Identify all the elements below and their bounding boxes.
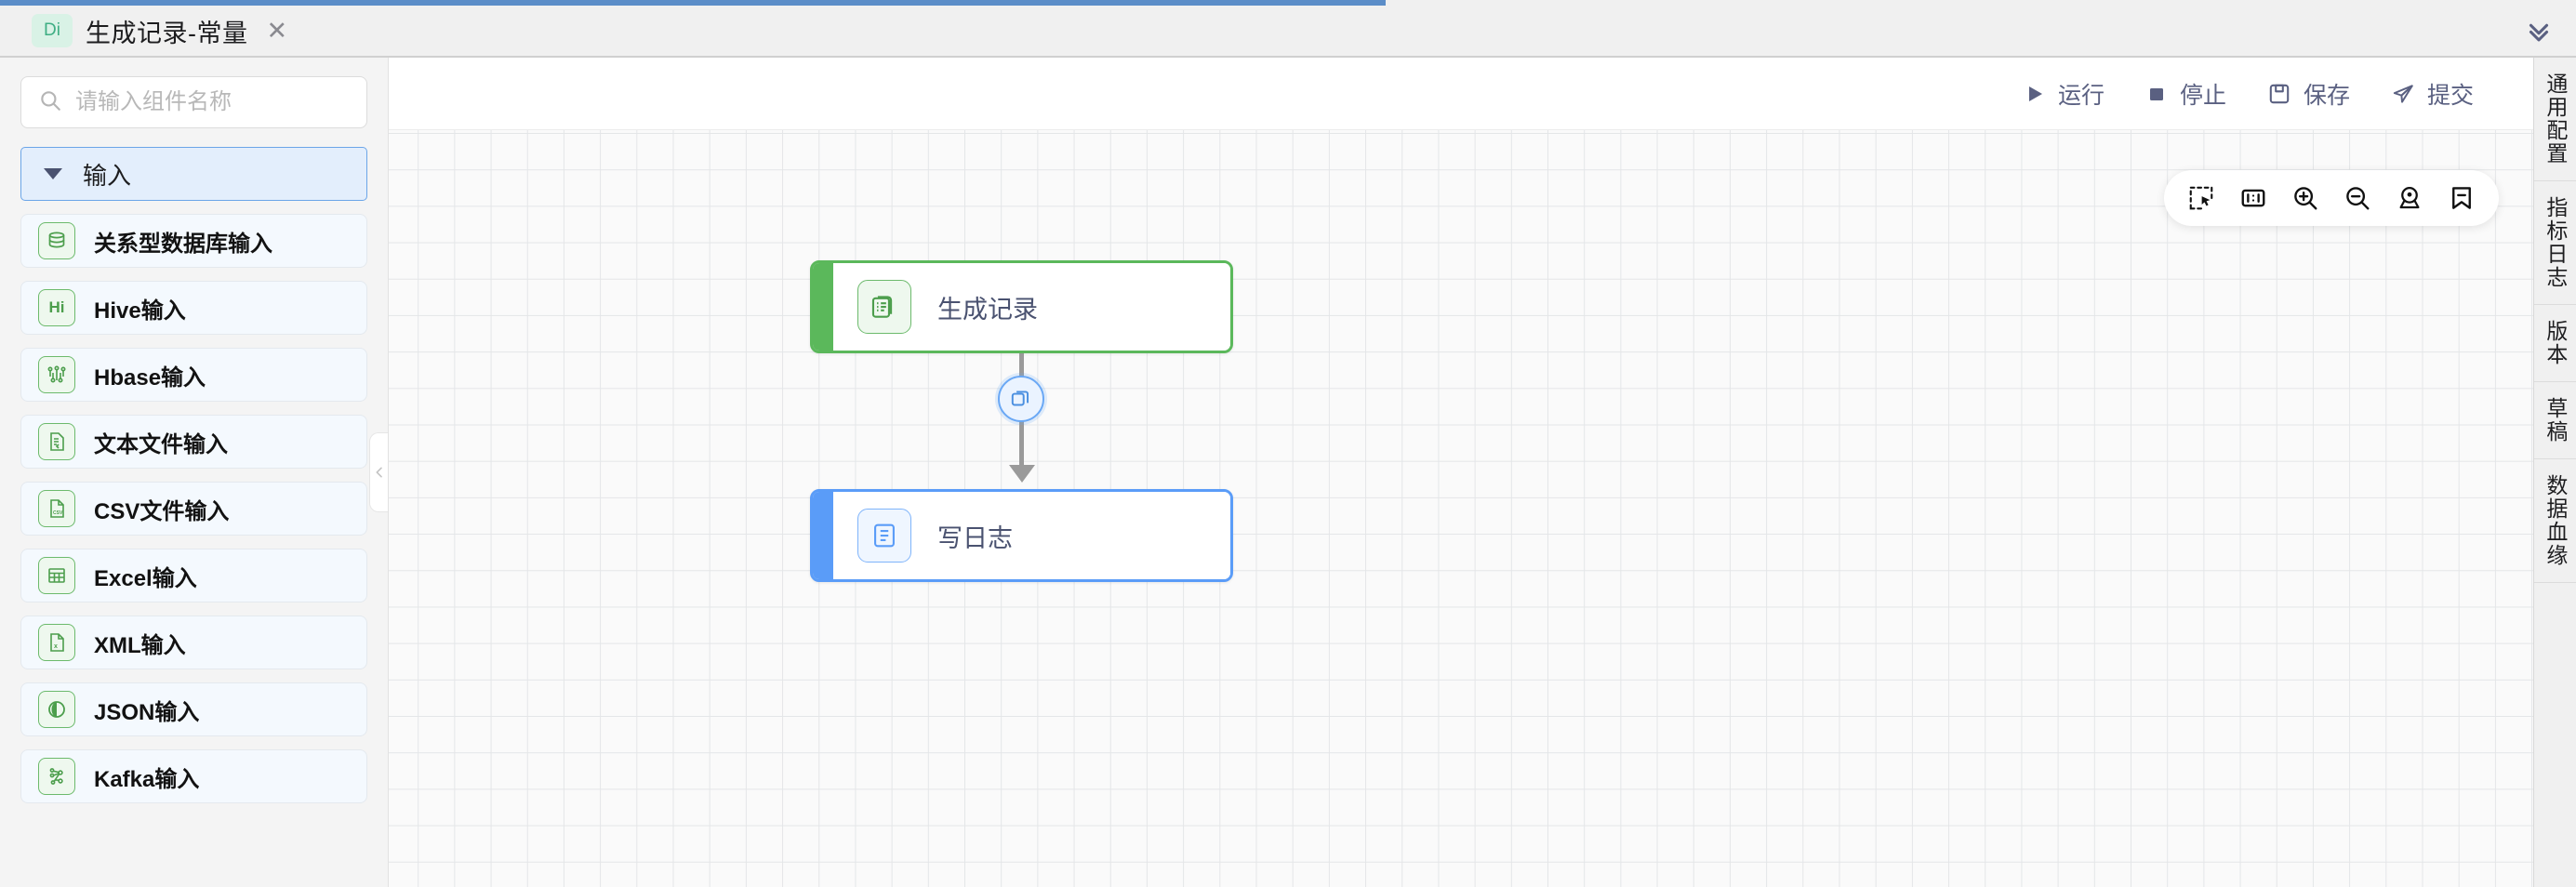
send-icon: [2391, 82, 2415, 106]
text-file-icon: [38, 423, 75, 460]
caret-down-icon: [44, 168, 62, 179]
palette-group-header-input[interactable]: 输入: [20, 147, 367, 201]
editor-tab-generate-record[interactable]: Di 生成记录-常量 ✕: [0, 6, 318, 56]
node-body: 生成记录: [833, 263, 1230, 351]
component-item-hbase-input[interactable]: Hbase输入: [20, 348, 367, 402]
component-item-text-file-input[interactable]: 文本文件输入: [20, 415, 367, 469]
double-chevron-down-icon[interactable]: [2502, 6, 2576, 56]
canvas-toolbar: [2164, 170, 2499, 226]
rail-tab-version[interactable]: 版本: [2534, 305, 2576, 382]
component-label: 文本文件输入: [94, 431, 228, 457]
flow-node-write-log[interactable]: 写日志: [810, 489, 1233, 582]
component-item-hive-input[interactable]: Hi Hive输入: [20, 281, 367, 335]
component-list: 关系型数据库输入 Hi Hive输入: [0, 201, 388, 887]
tab-title: 生成记录-常量: [86, 19, 248, 47]
submit-button-label: 提交: [2426, 82, 2474, 109]
bookmark-minus-icon[interactable]: [2436, 172, 2488, 224]
hive-icon-glyph: Hi: [48, 298, 65, 316]
right-side-rail: 通用配置 指标日志 版本 草稿 数据血缘: [2533, 58, 2576, 887]
chevron-left-icon: [376, 467, 382, 478]
flow-edge-arrow: [1009, 465, 1035, 483]
close-icon[interactable]: ✕: [266, 16, 288, 46]
generate-record-icon: [857, 280, 911, 334]
save-icon: [2267, 82, 2291, 106]
tab-accent-line: [0, 0, 1386, 6]
run-button[interactable]: 运行: [2003, 71, 2125, 117]
marquee-select-icon[interactable]: [2175, 172, 2227, 224]
component-label: Hbase输入: [94, 364, 206, 391]
rail-tab-draft[interactable]: 草稿: [2534, 382, 2576, 459]
play-icon: [2024, 83, 2046, 105]
search-box[interactable]: [20, 76, 367, 128]
editor-action-bar: 运行 停止: [389, 58, 2533, 130]
database-icon: [38, 222, 75, 259]
component-item-excel-input[interactable]: Excel输入: [20, 549, 367, 602]
rail-tab-data-lineage[interactable]: 数据血缘: [2534, 459, 2576, 583]
save-button[interactable]: 保存: [2247, 71, 2370, 117]
tab-strip-spacer: [317, 0, 2502, 56]
write-log-icon: [857, 509, 911, 563]
editor-center-column: 运行 停止: [389, 58, 2533, 887]
search-wrapper: [0, 58, 388, 141]
palette-group-label: 输入: [83, 161, 132, 190]
zoom-in-icon[interactable]: [2279, 172, 2331, 224]
component-palette-panel: 输入 关系型数据库输入: [0, 58, 389, 887]
node-accent-bar: [813, 492, 833, 579]
kafka-icon: [38, 758, 75, 795]
tab-strip: Di 生成记录-常量 ✕: [0, 0, 2576, 58]
locate-icon[interactable]: [2383, 172, 2436, 224]
stop-button-label: 停止: [2179, 82, 2226, 109]
component-label: Kafka输入: [94, 766, 200, 792]
hive-icon: Hi: [38, 289, 75, 326]
component-label: CSV文件输入: [94, 498, 230, 524]
component-label: 关系型数据库输入: [94, 231, 272, 257]
stop-icon: [2145, 83, 2168, 105]
stop-button[interactable]: 停止: [2125, 71, 2247, 117]
component-item-relational-db-input[interactable]: 关系型数据库输入: [20, 214, 367, 268]
tab-type-badge: Di: [32, 14, 73, 47]
flow-canvas[interactable]: 生成记录: [389, 130, 2533, 887]
panel-collapse-handle[interactable]: [369, 432, 388, 512]
body-row: 输入 关系型数据库输入: [0, 58, 2576, 887]
xml-file-icon: x: [38, 624, 75, 661]
csv-file-icon: CSV: [38, 490, 75, 527]
svg-text:x: x: [54, 643, 58, 650]
hbase-icon: [38, 356, 75, 393]
run-button-label: 运行: [2057, 82, 2105, 109]
svg-text:CSV: CSV: [53, 510, 63, 516]
actual-size-icon[interactable]: [2227, 172, 2279, 224]
save-button-label: 保存: [2303, 82, 2350, 109]
submit-button[interactable]: 提交: [2370, 71, 2494, 117]
rail-tab-general-config[interactable]: 通用配置: [2534, 58, 2576, 181]
component-item-csv-file-input[interactable]: CSV CSV文件输入: [20, 482, 367, 536]
component-label: JSON输入: [94, 699, 200, 725]
search-icon: [38, 88, 62, 117]
component-label: Hive输入: [94, 298, 186, 324]
node-body: 写日志: [833, 492, 1230, 579]
excel-icon: [38, 557, 75, 594]
flow-edge-badge[interactable]: [998, 376, 1044, 422]
component-label: XML输入: [94, 632, 186, 658]
component-item-xml-input[interactable]: x XML输入: [20, 616, 367, 669]
copy-icon: [1011, 391, 1029, 406]
node-title: 生成记录: [937, 295, 1038, 324]
json-icon: [38, 691, 75, 728]
component-item-json-input[interactable]: JSON输入: [20, 682, 367, 736]
flow-node-generate-record[interactable]: 生成记录: [810, 260, 1233, 353]
node-title: 写日志: [937, 523, 1013, 552]
component-label: Excel输入: [94, 565, 197, 591]
search-input[interactable]: [75, 89, 350, 115]
component-item-kafka-input[interactable]: Kafka输入: [20, 749, 367, 803]
node-accent-bar: [813, 263, 833, 351]
rail-tab-metrics-log[interactable]: 指标日志: [2534, 181, 2576, 305]
zoom-out-icon[interactable]: [2331, 172, 2383, 224]
